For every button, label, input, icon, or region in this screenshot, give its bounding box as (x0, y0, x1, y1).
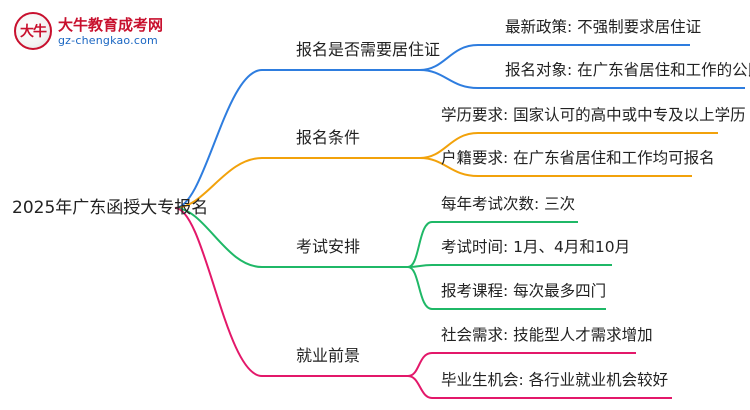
node-applicants: 报名对象: 在广东省居住和工作的公民 (505, 61, 750, 79)
connector-b3-c1 (407, 375, 672, 399)
connector-b2-c2 (407, 266, 606, 310)
connector-root-b2 (174, 207, 408, 268)
logo-badge-icon: 大牛 (14, 12, 52, 50)
mindmap-root: 2025年广东函授大专报名 (12, 198, 209, 218)
branch-conditions: 报名条件 (296, 128, 361, 147)
connector-b3-c0 (407, 352, 636, 377)
node-education-req: 学历要求: 国家认可的高中或中专及以上学历 (441, 106, 746, 124)
connector-b1-c0 (419, 132, 718, 159)
connector-b1-c1 (419, 157, 692, 177)
connector-root-b1 (174, 157, 420, 209)
node-graduate-opportunity: 毕业生机会: 各行业就业机会较好 (441, 371, 669, 389)
connector-root-b3 (174, 207, 408, 377)
node-household-req: 户籍要求: 在广东省居住和工作均可报名 (441, 149, 715, 167)
site-logo[interactable]: 大牛 大牛教育成考网 gz-chengkao.com (10, 8, 170, 52)
branch-residence-permit: 报名是否需要居住证 (296, 40, 441, 59)
node-latest-policy: 最新政策: 不强制要求居住证 (505, 18, 702, 36)
node-exam-time: 考试时间: 1月、4月和10月 (441, 238, 631, 256)
node-social-demand: 社会需求: 技能型人才需求增加 (441, 326, 653, 344)
connector-root-b0 (174, 69, 420, 209)
branch-employment: 就业前景 (296, 346, 361, 365)
node-exam-courses: 报考课程: 每次最多四门 (441, 282, 607, 300)
branch-exam-arrangement: 考试安排 (296, 237, 361, 256)
connector-b2-c1 (407, 264, 612, 268)
connector-b2-c0 (407, 221, 578, 268)
logo-title: 大牛教育成考网 (58, 16, 164, 34)
node-exam-frequency: 每年考试次数: 三次 (441, 195, 576, 213)
connector-b0-c1 (419, 69, 745, 89)
logo-url: gz-chengkao.com (58, 34, 158, 47)
connector-b0-c0 (419, 44, 690, 71)
